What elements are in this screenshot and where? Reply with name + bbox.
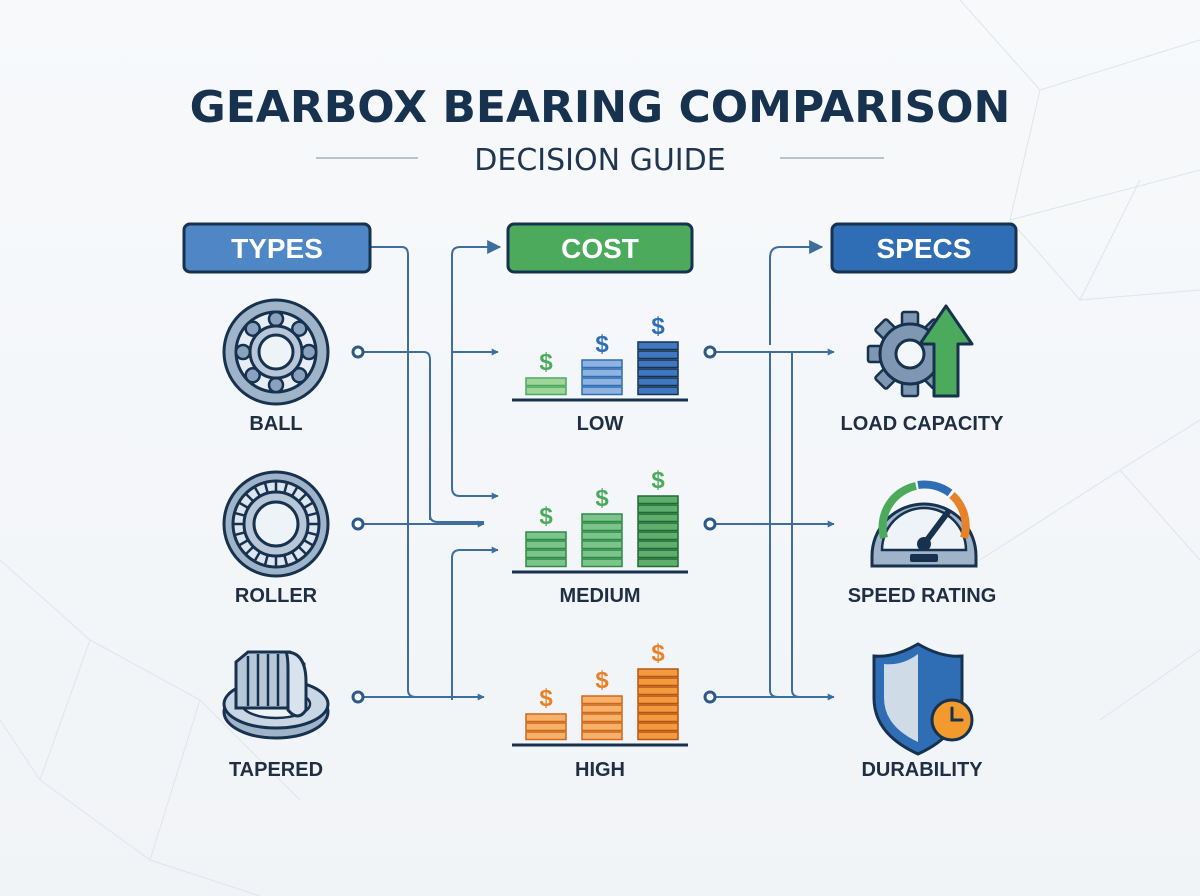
svg-text:$: $ <box>651 313 665 340</box>
svg-text:SPECS: SPECS <box>877 233 972 264</box>
svg-text:$: $ <box>651 640 665 667</box>
type-label-tapered: TAPERED <box>229 759 323 781</box>
svg-text:$: $ <box>595 331 609 358</box>
page-title: GEARBOX BEARING COMPARISON <box>190 82 1011 133</box>
cost-header: COST <box>506 222 694 274</box>
high-cost-bars-icon: $ $ $ <box>512 640 688 747</box>
spec-label-durability: DURABILITY <box>861 759 983 781</box>
shield-clock-icon <box>872 642 974 756</box>
specs-header: SPECS <box>830 222 1018 274</box>
low-cost-bars-icon: $ $ $ <box>512 313 688 402</box>
types-header: TYPES <box>182 222 372 274</box>
cost-label-high: HIGH <box>575 759 625 781</box>
svg-text:$: $ <box>595 485 609 512</box>
roller-bearing-icon <box>222 470 330 578</box>
svg-text:$: $ <box>539 349 553 376</box>
speedometer-icon <box>870 480 978 568</box>
spec-label-load-capacity: LOAD CAPACITY <box>841 413 1005 435</box>
type-label-ball: BALL <box>249 413 302 435</box>
svg-text:TYPES: TYPES <box>231 233 323 264</box>
spec-label-speed-rating: SPEED RATING <box>848 585 997 607</box>
svg-text:$: $ <box>595 667 609 694</box>
svg-text:COST: COST <box>561 233 639 264</box>
ball-bearing-icon <box>222 298 330 406</box>
svg-text:$: $ <box>539 503 553 530</box>
type-label-roller: ROLLER <box>235 585 318 607</box>
svg-text:$: $ <box>651 467 665 494</box>
tapered-bearing-icon <box>222 650 330 740</box>
connector-dots <box>351 345 717 704</box>
subtitle: DECISION GUIDE <box>474 143 725 178</box>
cost-label-low: LOW <box>577 413 624 435</box>
medium-cost-bars-icon: $ $ $ <box>512 467 688 574</box>
svg-text:$: $ <box>539 685 553 712</box>
connector-lines <box>358 240 835 701</box>
cost-label-medium: MEDIUM <box>559 585 640 607</box>
gear-arrow-icon <box>866 304 974 398</box>
